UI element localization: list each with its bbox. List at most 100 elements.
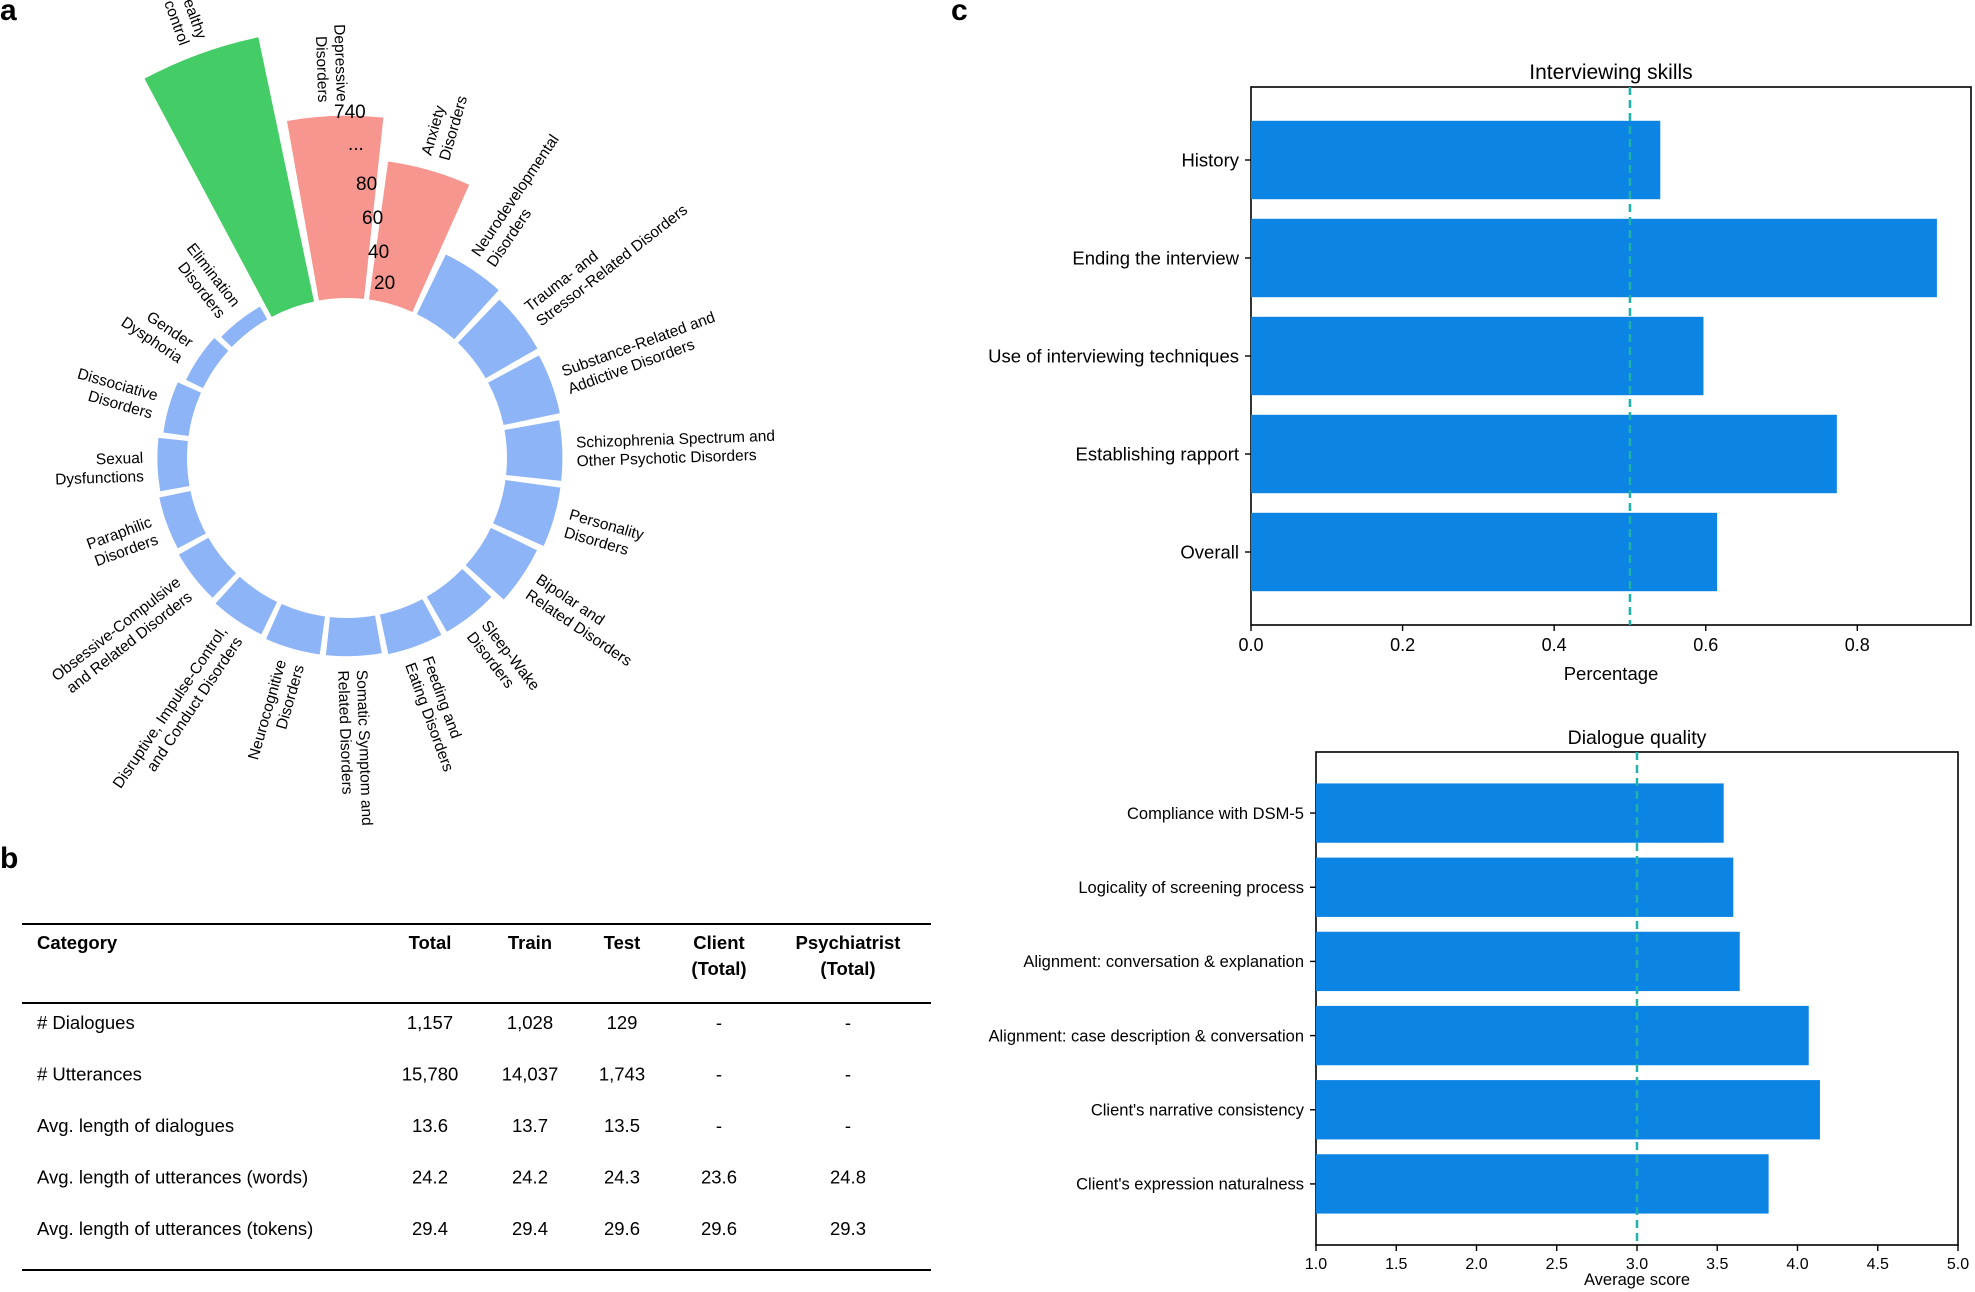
y-tick-label: Compliance with DSM-5	[1127, 805, 1304, 823]
bar-logicality-of-screening-process	[1316, 857, 1734, 917]
radial-category-label: AnxietyDisorders	[419, 89, 472, 163]
x-tick-label: 0.4	[1542, 635, 1567, 655]
x-tick-label: 1.5	[1385, 1256, 1407, 1273]
x-axis-label: Average score	[1584, 1271, 1690, 1289]
table-row-label: # Dialogues	[37, 1012, 135, 1033]
table-row-label: Avg. length of utterances (words)	[37, 1167, 308, 1188]
radial-bar-schizophrenia-spectrum-and-other-psychotic-disorders	[504, 420, 563, 481]
bar-alignment-conversation-explanation	[1316, 931, 1740, 992]
radial-scale-label: 20	[374, 273, 395, 294]
radial-bar-disruptive-impulse-control-and-conduct-disorders	[215, 576, 278, 635]
table-cell: 15,780	[402, 1064, 459, 1085]
radial-category-label: EliminationDisorders	[168, 240, 243, 322]
radial-category-label: NeurodevelopmentalDisorders	[469, 132, 579, 270]
radial-bar-personality-disorders	[493, 479, 561, 546]
table-cell: 13.5	[604, 1115, 640, 1136]
table-cell: 1,028	[507, 1012, 553, 1033]
bar-establishing-rapport	[1251, 414, 1837, 494]
radial-scale-label: 740	[334, 102, 366, 123]
radial-bar-neurocognitive-disorders	[266, 604, 326, 655]
radial-category-label: SexualDysfunctions	[54, 450, 144, 489]
x-tick-label: 0.2	[1390, 635, 1415, 655]
table-cell: -	[716, 1115, 722, 1136]
radial-category-label: GenderDysphoria	[118, 298, 196, 367]
radial-category-label: Obsessive-Compulsiveand Related Disorder…	[49, 574, 196, 700]
table-header-cell: Test	[604, 932, 641, 953]
radial-scale-label: 60	[362, 208, 383, 229]
bar-history	[1251, 120, 1661, 200]
radial-bar-paraphilic-disorders	[159, 490, 206, 549]
table-cell: -	[716, 1012, 722, 1033]
radial-category-label: Feeding andEating Disorders	[401, 654, 474, 774]
panel-label-b: b	[0, 842, 18, 875]
table-cell: 14,037	[502, 1064, 559, 1085]
table-header-cell: (Total)	[691, 958, 746, 979]
table-header-cell: Total	[409, 932, 452, 953]
x-tick-label: 2.0	[1465, 1256, 1487, 1273]
radial-category-label: DepressiveDisorders	[312, 24, 350, 103]
bar-compliance-with-dsm-5	[1316, 783, 1724, 843]
radial-scale-label: ...	[348, 134, 364, 155]
radial-category-label: DissociativeDisorders	[70, 366, 160, 423]
table-cell: 23.6	[701, 1167, 737, 1188]
radial-category-label: Healthycontrol	[158, 0, 210, 48]
radial-bar-obsessive-compulsive-and-related-disorders	[178, 537, 237, 598]
radial-scale-label: 40	[368, 242, 389, 263]
bar-client-s-narrative-consistency	[1316, 1080, 1820, 1140]
radial-scale-labels: 740 ... 80 60 40 20	[334, 102, 395, 294]
x-axis-label: Percentage	[1564, 663, 1659, 684]
table-cell: -	[845, 1064, 851, 1085]
x-tick-label: 1.0	[1305, 1256, 1327, 1273]
table-cell: 1,743	[599, 1064, 645, 1085]
radial-category-label: Somatic Symptom andRelated Disorders	[334, 670, 375, 827]
panel-label-c: c	[951, 0, 968, 27]
y-tick-label: Alignment: case description & conversati…	[989, 1027, 1305, 1045]
x-tick-label: 0.6	[1693, 635, 1718, 655]
radial-bar-sleep-wake-disorders	[426, 568, 492, 632]
table-row-label: Avg. length of utterances (tokens)	[37, 1218, 313, 1239]
x-tick-label: 2.5	[1546, 1256, 1568, 1273]
y-tick-label: Logicality of screening process	[1078, 879, 1304, 897]
x-tick-label: 0.8	[1845, 635, 1870, 655]
table-header-cell: Client	[693, 932, 744, 953]
y-tick-label: Client's narrative consistency	[1091, 1102, 1305, 1120]
chart-title: Dialogue quality	[1568, 727, 1707, 749]
radial-bar-chart: HealthycontrolDepressiveDisordersAnxiety…	[49, 0, 775, 827]
y-tick-label: Ending the interview	[1072, 247, 1239, 268]
radial-bar-somatic-symptom-and-related-disorders	[325, 615, 382, 657]
y-tick-label: Alignment: conversation & explanation	[1023, 953, 1304, 971]
table-header-cell: Category	[37, 932, 118, 953]
table-header-cell: (Total)	[820, 958, 875, 979]
x-tick-label: 4.0	[1786, 1256, 1808, 1273]
x-tick-label: 4.5	[1867, 1256, 1889, 1273]
table-row-label: # Utterances	[37, 1064, 142, 1085]
radial-bar-feeding-and-eating-disorders	[379, 599, 442, 655]
radial-category-label: Trauma- andStressor-Related Disorders	[522, 187, 691, 330]
x-tick-label: 3.5	[1706, 1256, 1728, 1273]
y-tick-label: Use of interviewing techniques	[988, 345, 1239, 366]
table-cell: -	[845, 1115, 851, 1136]
panel-label-a: a	[0, 0, 17, 27]
y-tick-label: History	[1181, 149, 1239, 170]
y-tick-label: Overall	[1180, 541, 1239, 562]
table-cell: 29.4	[412, 1218, 448, 1239]
table-row-label: Avg. length of dialogues	[37, 1115, 234, 1136]
x-tick-label: 3.0	[1626, 1256, 1648, 1273]
chart-title: Interviewing skills	[1529, 61, 1692, 84]
y-tick-label: Client's expression naturalness	[1076, 1176, 1304, 1194]
radial-category-label: Bipolar andRelated Disorders	[522, 571, 645, 670]
table-cell: 13.6	[412, 1115, 448, 1136]
table-cell: 24.8	[830, 1167, 866, 1188]
bar-use-of-interviewing-techniques	[1251, 316, 1704, 396]
table-cell: 29.6	[604, 1218, 640, 1239]
table-cell: 129	[607, 1012, 638, 1033]
table-cell: 1,157	[407, 1012, 453, 1033]
radial-bar-substance-related-and-addictive-disorders	[488, 355, 560, 426]
table-cell: -	[716, 1064, 722, 1085]
table-cell: 29.4	[512, 1218, 548, 1239]
bar-client-s-expression-naturalness	[1316, 1154, 1769, 1214]
bar-ending-the-interview	[1251, 218, 1937, 298]
table-cell: 24.2	[512, 1167, 548, 1188]
